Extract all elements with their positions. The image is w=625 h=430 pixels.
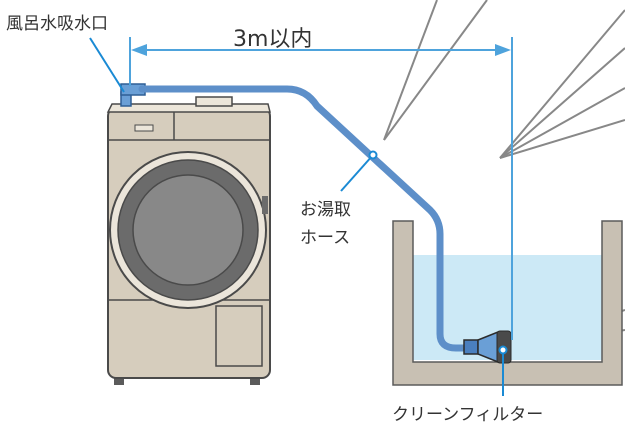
bath-water-inlet-label: 風呂水吸水口 [6, 14, 108, 34]
water-inlet-fitting [120, 83, 146, 107]
clean-filter-label: クリーンフィルター [392, 405, 544, 425]
distance-label: 3m以内 [233, 27, 313, 52]
leader-dots [368, 150, 508, 355]
leader-lines [89, 37, 504, 396]
distance-measure [129, 37, 513, 340]
hot-water-hose-label: お湯取 ホース [300, 196, 351, 252]
clean-filter [463, 330, 512, 364]
washing-machine [106, 96, 271, 385]
hose-label-line-1: お湯取 [300, 200, 351, 220]
hot-water-hose [138, 85, 474, 352]
hose-label-line-2: ホース [300, 228, 351, 248]
